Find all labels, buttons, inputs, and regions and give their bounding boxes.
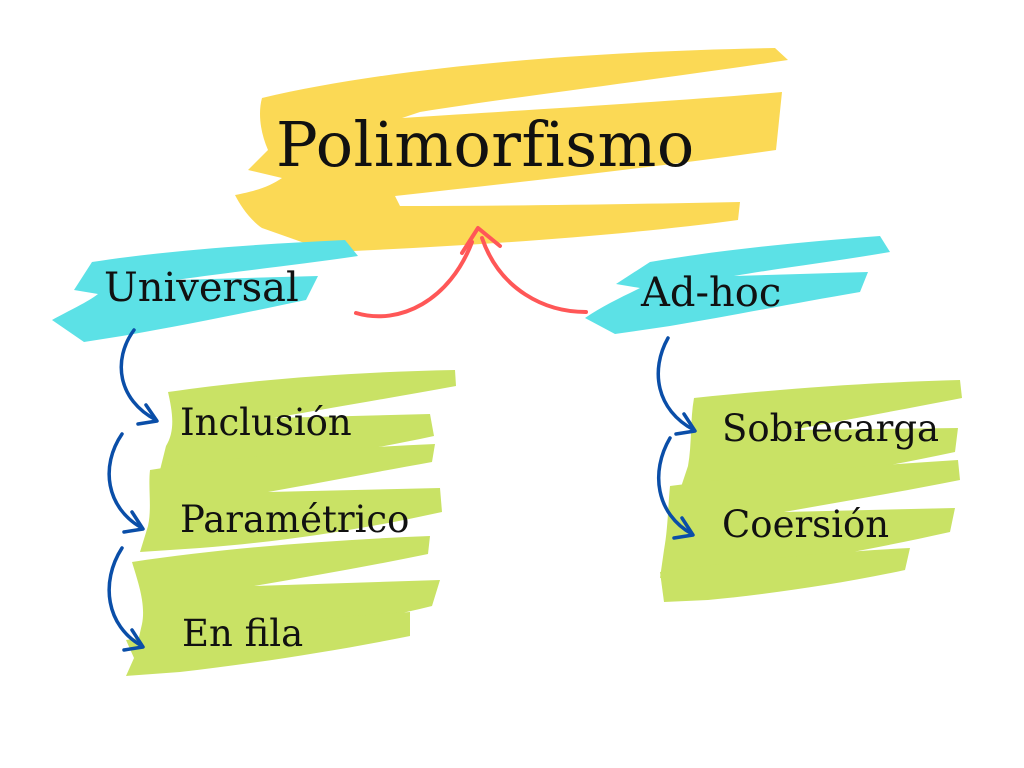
item-coersion: Coersión	[722, 503, 890, 546]
connector-inclusion-to-parametrico	[107, 432, 145, 534]
connector-parametrico-to-enfila	[107, 546, 145, 652]
item-sobrecarga: Sobrecarga	[722, 407, 940, 450]
universal-highlight	[52, 240, 358, 342]
connector-sobrecarga-to-coersion	[657, 436, 695, 540]
item-inclusion: Inclusión	[180, 401, 352, 444]
adhoc-items-highlight	[660, 380, 962, 602]
universal-items-highlight	[126, 370, 456, 676]
branch-universal: Universal	[104, 265, 299, 311]
diagram-title: Polimorfismo	[276, 108, 695, 181]
connector-adhoc-to-title	[480, 236, 588, 314]
title-highlight	[235, 48, 788, 252]
item-parametrico: Paramétrico	[180, 498, 410, 541]
branch-ad-hoc: Ad-hoc	[641, 270, 782, 316]
connector-adhoc-to-sobrecarga	[656, 336, 697, 436]
adhoc-highlight	[585, 236, 890, 334]
item-en-fila: En fila	[182, 612, 304, 655]
connector-universal-to-inclusion	[119, 328, 159, 426]
connector-universal-to-title	[354, 240, 474, 319]
title-arrowhead	[460, 226, 502, 255]
